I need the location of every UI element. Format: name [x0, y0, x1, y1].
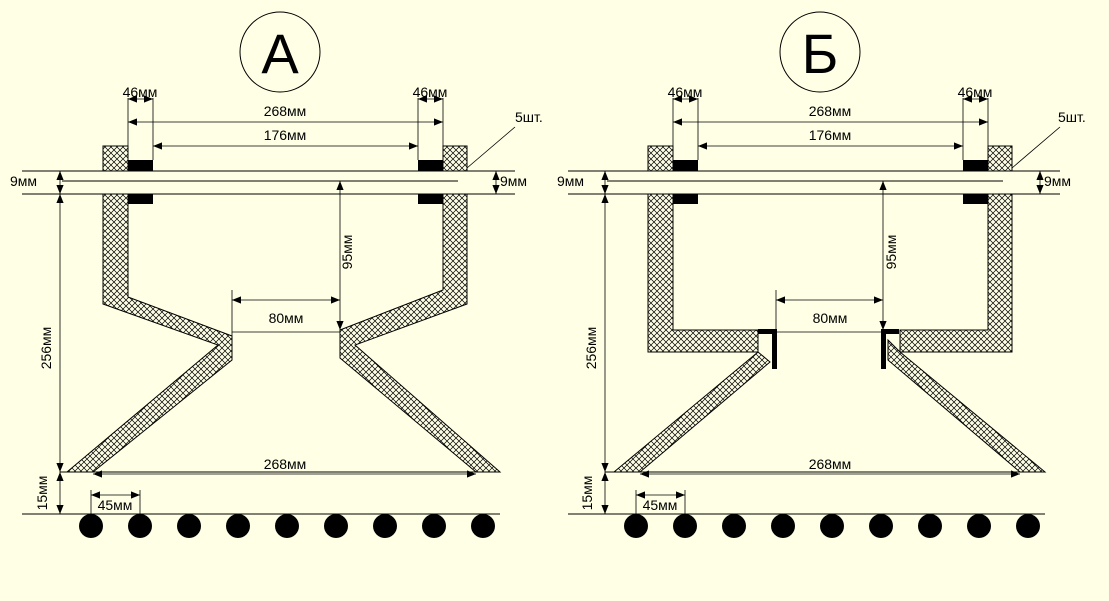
panel-b-count-label: 5шт. — [1058, 109, 1086, 125]
panel-b-right-leg — [887, 338, 1047, 473]
panel-b-dim-top-left-width: 46мм — [668, 84, 703, 100]
panel-b-dim-height: 95мм — [883, 235, 899, 270]
panel-b-dim-right-gap: 9мм — [1044, 173, 1071, 189]
panel-a-title: А — [261, 22, 299, 85]
panel-b-dim-left-gap: 9мм — [557, 173, 584, 189]
roller — [422, 514, 446, 538]
panel-a-dim-bottom-span: 268мм — [264, 456, 307, 472]
panel-b-right-frame — [899, 193, 1013, 353]
roller — [324, 514, 348, 538]
panel-b-dim-top-right-width: 46мм — [958, 84, 993, 100]
panel-a-bottom-right-plate — [418, 194, 443, 204]
panel-a-rollers — [79, 514, 495, 538]
roller — [226, 514, 250, 538]
roller — [275, 514, 299, 538]
panel-a-bottom-left-plate — [128, 194, 153, 204]
panel-a-left-leg — [65, 193, 233, 473]
panel-a-dim-inner-span: 176мм — [264, 127, 307, 143]
roller — [79, 514, 103, 538]
panel-a-dim-top-left-width: 46мм — [123, 84, 158, 100]
panel-a-title-circle — [239, 11, 321, 93]
panel-b-dim-bottom-span: 268мм — [809, 456, 852, 472]
panel-b-top-left-plate — [673, 160, 698, 171]
roller — [673, 514, 697, 538]
panel-b-left-leg — [612, 351, 771, 473]
panel-b-title: Б — [802, 22, 839, 85]
panel-b-right-bracket-h — [881, 329, 899, 334]
panel-a-dim-left-gap: 9мм — [10, 173, 37, 189]
panel-a-dim-bottom-gap: 15мм — [34, 476, 50, 511]
panel-b-dim-bottom-gap: 15мм — [579, 476, 595, 511]
panel-a-dim-top-right-width: 46мм — [413, 84, 448, 100]
roller — [820, 514, 844, 538]
panel-b-bottom-left-plate — [673, 194, 698, 204]
roller — [869, 514, 893, 538]
panel-b-top-left-block — [647, 145, 674, 172]
panel-b-left-frame — [647, 193, 759, 353]
panel-b-title-circle — [779, 11, 861, 93]
roller — [918, 514, 942, 538]
roller — [1016, 514, 1040, 538]
panel-b-dim-inner-span: 176мм — [809, 127, 852, 143]
panel-a-dim-right-gap: 9мм — [500, 173, 527, 189]
panel-b-top-right-block — [987, 145, 1013, 172]
panel-a-top-left-plate — [128, 160, 153, 171]
panel-b-left-bracket-h — [758, 329, 776, 334]
roller — [771, 514, 795, 538]
panel-a: А — [10, 11, 543, 538]
panel-a-top-left-block — [102, 145, 129, 172]
panel-a-top-right-plate — [418, 160, 443, 171]
roller — [471, 514, 495, 538]
panel-b-dim-outer-span: 268мм — [809, 103, 852, 119]
panel-b-dim-pitch: 45мм — [643, 497, 678, 513]
panel-a-count-label: 5шт. — [515, 109, 543, 125]
panel-b-rollers — [624, 514, 1040, 538]
panel-a-dim-outer-span: 268мм — [264, 103, 307, 119]
panel-a-dim-pitch: 45мм — [98, 497, 133, 513]
roller — [722, 514, 746, 538]
panel-a-dim-total-height: 256мм — [38, 327, 54, 370]
panel-a-top-right-block — [442, 145, 468, 172]
roller — [967, 514, 991, 538]
panel-a-right-leg — [339, 193, 502, 473]
roller — [177, 514, 201, 538]
panel-b-left-bracket-v — [772, 329, 777, 369]
panel-b-dim-total-height: 256мм — [583, 327, 599, 370]
panel-b: Б — [557, 11, 1086, 538]
roller — [373, 514, 397, 538]
panel-a-dim-height: 95мм — [339, 235, 355, 270]
roller — [624, 514, 648, 538]
roller — [128, 514, 152, 538]
panel-b-bottom-right-plate — [963, 194, 988, 204]
panel-b-top-right-plate — [963, 160, 988, 171]
panel-a-dim-throat: 80мм — [269, 310, 304, 326]
panel-b-right-bracket-v — [881, 329, 886, 369]
panel-b-dim-throat: 80мм — [813, 310, 848, 326]
